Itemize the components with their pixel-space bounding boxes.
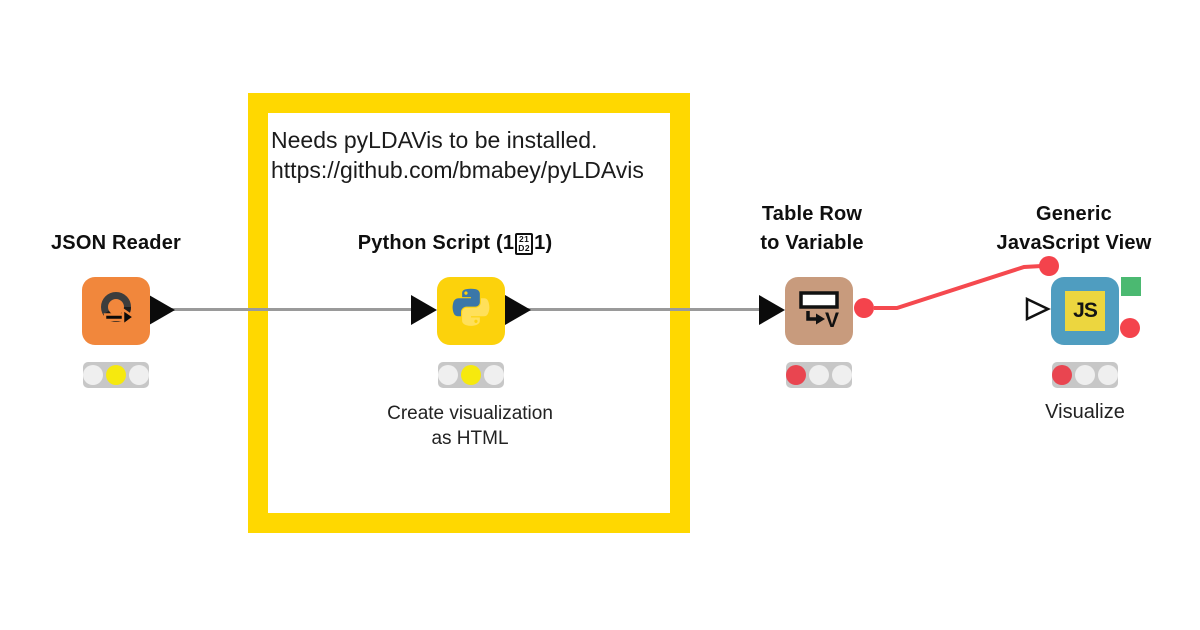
tablerow-title: Table Row to Variable [672, 200, 952, 258]
traffic-light-bulb [438, 365, 458, 385]
connection-pythonscript-tablerow[interactable] [524, 308, 762, 311]
workflow-annotation[interactable]: Needs pyLDAVis to be installed. https://… [248, 93, 690, 533]
tablerow-title-line-2: to Variable [760, 232, 864, 254]
traffic-light-bulb [129, 365, 149, 385]
javascript-icon: JS [1065, 291, 1105, 331]
jsview-image-output-port[interactable] [1121, 277, 1141, 296]
jsview-title-line-2: JavaScript View [996, 232, 1152, 254]
missing-glyph-hex-top: 21 [518, 234, 530, 244]
tablerow-flowvariable-output-port[interactable] [854, 298, 874, 318]
node-generic-javascript-view[interactable]: JS [1051, 277, 1119, 345]
annotation-text-line-1: Needs pyLDAVis to be installed. [271, 127, 598, 153]
connection-jsonreader-pythonscript[interactable] [162, 308, 414, 311]
traffic-light-bulb [786, 365, 806, 385]
traffic-light-bulb [1075, 365, 1095, 385]
node-table-row-to-variable[interactable]: V [785, 277, 853, 345]
traffic-light-bulb [1052, 365, 1072, 385]
jsonreader-title: JSON Reader [50, 232, 182, 254]
jsview-traffic-light [1052, 362, 1118, 388]
traffic-light-bulb [832, 365, 852, 385]
traffic-light-bulb [461, 365, 481, 385]
pythonscript-comment-line-1: Create visualization [387, 403, 553, 424]
tablerow-traffic-light [786, 362, 852, 388]
jsview-comment[interactable]: Visualize [1045, 401, 1125, 423]
pythonscript-title-pre: Python Script (1 [357, 232, 515, 254]
traffic-light-bulb [1098, 365, 1118, 385]
json-reader-icon [101, 292, 137, 328]
node-json-reader[interactable] [82, 277, 150, 345]
tablerow-input-port[interactable] [759, 295, 785, 325]
pythonscript-traffic-light [438, 362, 504, 388]
jsview-flowvariable-input-port[interactable] [1039, 256, 1059, 276]
node-python-script[interactable] [437, 277, 505, 345]
pythonscript-output-port[interactable] [505, 295, 531, 325]
jsview-title: Generic JavaScript View [934, 200, 1200, 258]
traffic-light-bulb [484, 365, 504, 385]
jsonreader-traffic-light [83, 362, 149, 388]
jsview-flowvariable-output-port[interactable] [1120, 318, 1140, 338]
tablerow-title-line-1: Table Row [761, 203, 863, 225]
missing-glyph-hex-bottom: D2 [518, 243, 531, 253]
python-icon [452, 288, 490, 326]
traffic-light-bulb [809, 365, 829, 385]
table-row-to-variable-icon: V [799, 291, 839, 332]
jsview-table-input-port[interactable] [1025, 297, 1051, 321]
jsonreader-output-port[interactable] [149, 295, 175, 325]
jsview-title-line-1: Generic [1036, 203, 1112, 225]
traffic-light-bulb [106, 365, 126, 385]
pythonscript-comment-line-2: as HTML [431, 428, 509, 449]
javascript-icon-text: JS [1073, 299, 1098, 322]
pythonscript-comment[interactable]: Create visualization as HTML [330, 401, 610, 451]
traffic-light-bulb [83, 365, 103, 385]
pythonscript-title-post: 1) [534, 232, 553, 254]
annotation-text-line-2: https://github.com/bmabey/pyLDAvis [271, 157, 644, 183]
svg-text:V: V [825, 309, 839, 332]
flow-variable-connection[interactable] [874, 264, 1043, 310]
pythonscript-input-port[interactable] [411, 295, 437, 325]
